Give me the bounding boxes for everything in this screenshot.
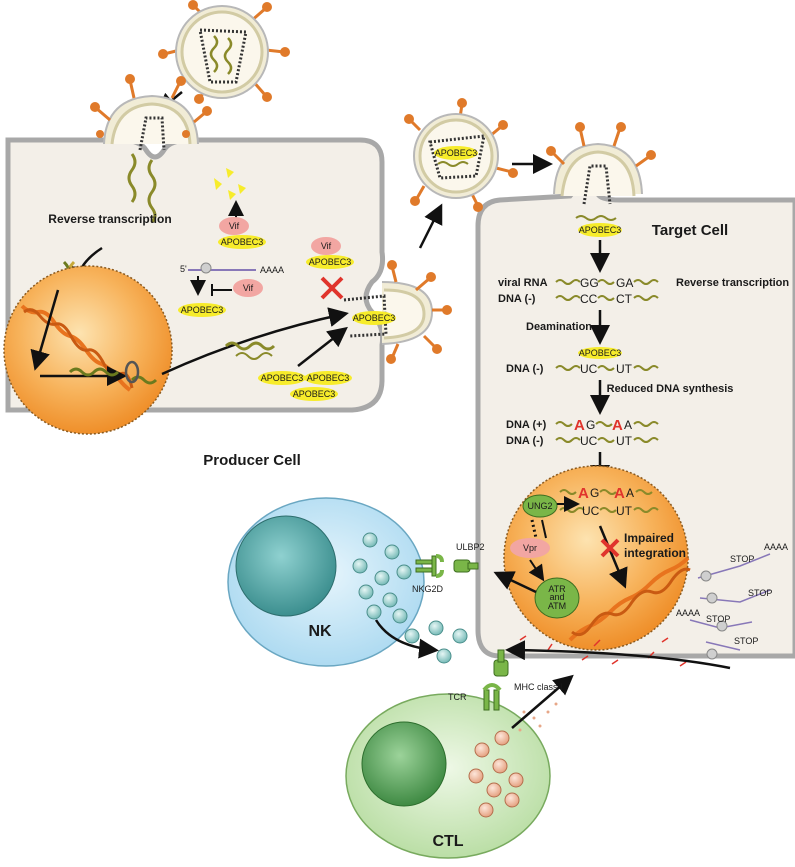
atm-label: ATM <box>548 601 566 611</box>
virion-entry-producer <box>90 74 212 151</box>
vpr-label: Vpr <box>523 543 537 553</box>
seq-ut-2: UT <box>616 434 633 448</box>
ulbp2-ligand <box>453 559 479 573</box>
ctl-label: CTL <box>432 833 463 850</box>
reverse-transcription-label: Reverse transcription <box>48 212 171 226</box>
virion-budding: APOBEC3 <box>343 260 452 364</box>
apobec3-label-mid: APOBEC3 <box>181 305 224 315</box>
mhc-class-i-label: MHC class I <box>514 682 563 692</box>
stop-2: STOP <box>748 588 772 598</box>
virion-top <box>158 0 290 104</box>
seq-uc-3: UC <box>582 504 600 518</box>
mutated-base-1: A <box>574 417 585 434</box>
seq-ct: CT <box>616 292 633 306</box>
vif-label-right: Vif <box>321 241 332 251</box>
stop-4: STOP <box>734 636 758 646</box>
nk-nucleus <box>235 515 337 617</box>
apobec3-target-label: APOBEC3 <box>579 225 622 235</box>
seq-uc-1: UC <box>580 362 598 376</box>
polya-2: AAAA <box>676 608 700 618</box>
vif-degradation: Vif APOBEC3 <box>214 168 266 249</box>
apobec3-label-top: APOBEC3 <box>221 237 264 247</box>
producer-cell-title: Producer Cell <box>203 452 301 469</box>
seq-a-2: A <box>626 486 634 500</box>
tcr-label: TCR <box>448 692 467 702</box>
apobec3-pool-2: APOBEC3 <box>307 373 350 383</box>
ctl-nucleus <box>361 721 447 807</box>
nkg2d-label: NKG2D <box>412 584 444 594</box>
seq-uc-2: UC <box>580 434 598 448</box>
reduced-dna-synthesis-label: Reduced DNA synthesis <box>607 383 734 395</box>
polya-label: AAAA <box>260 265 284 275</box>
apobec3-budding-label: APOBEC3 <box>353 313 396 323</box>
impaired-label-1: Impaired <box>624 531 674 545</box>
five-prime-label: 5' <box>180 264 187 274</box>
virion-apobec3: APOBEC3 <box>404 98 518 212</box>
mhc-class-i <box>493 649 509 677</box>
vif-label-top: Vif <box>229 221 240 231</box>
dna-minus-label-3: DNA (-) <box>506 435 544 447</box>
seq-g: G <box>586 418 595 432</box>
reverse-transcription-right-label: Reverse transcription <box>676 277 789 289</box>
mutated-base-2: A <box>612 417 623 434</box>
polya-1: AAAA <box>764 542 788 552</box>
seq-a: A <box>624 418 632 432</box>
dna-plus-label: DNA (+) <box>506 419 547 431</box>
apobec3-pool-3: APOBEC3 <box>293 389 336 399</box>
atr-label: ATR <box>548 584 566 594</box>
apobec3-deamination-label: APOBEC3 <box>579 348 622 358</box>
target-cell-title: Target Cell <box>652 222 728 239</box>
tcr-receptor <box>482 683 502 711</box>
vif-label-mid: Vif <box>243 283 254 293</box>
apobec3-virion-label: APOBEC3 <box>435 148 478 158</box>
and-label: and <box>549 592 564 602</box>
seq-ga: GA <box>616 276 633 290</box>
nkg2d-receptor <box>415 554 444 578</box>
seq-ut-1: UT <box>616 362 633 376</box>
ung2-label: UNG2 <box>527 501 552 511</box>
stop-3: STOP <box>706 614 730 624</box>
virion-entry-target: APOBEC3 <box>546 122 656 237</box>
dna-minus-label-1: DNA (-) <box>498 293 536 305</box>
viral-rna-label: viral RNA <box>498 277 548 289</box>
apobec3-pool-1: APOBEC3 <box>261 373 304 383</box>
apobec3-label-right: APOBEC3 <box>309 257 352 267</box>
stop-1: STOP <box>730 554 754 564</box>
deamination-label: Deamination <box>526 321 592 333</box>
mutated-base-4: A <box>614 485 625 502</box>
ulbp2-label: ULBP2 <box>456 542 485 552</box>
nk-label: NK <box>308 623 332 640</box>
impaired-label-2: integration <box>624 546 686 560</box>
seq-cc: CC <box>580 292 598 306</box>
seq-ut-3: UT <box>616 504 633 518</box>
seq-gg: GG <box>580 276 599 290</box>
dna-minus-label-2: DNA (-) <box>506 363 544 375</box>
seq-g-2: G <box>590 486 599 500</box>
mutated-base-3: A <box>578 485 589 502</box>
